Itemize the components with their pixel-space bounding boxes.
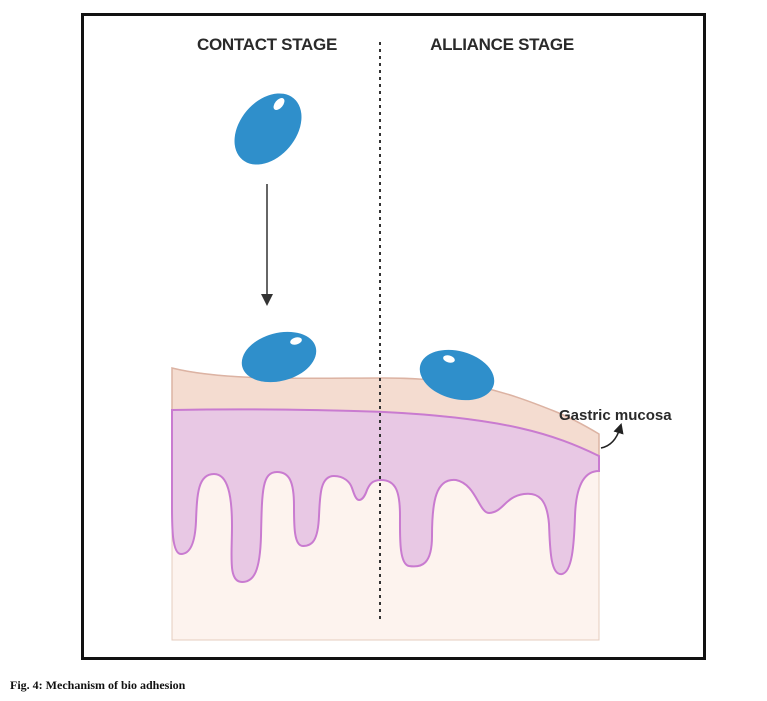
alliance-stage-label: ALLIANCE STAGE — [430, 35, 574, 54]
falling-particle — [234, 93, 302, 165]
adhered-particle — [419, 349, 495, 401]
mucosa-pointer-arrow — [600, 422, 624, 449]
gastric-mucosa-label: Gastric mucosa — [559, 407, 672, 424]
contact-particle — [241, 331, 317, 383]
bioadhesion-diagram: CONTACT STAGE ALLIANCE STAGE Gastric muc… — [171, 35, 672, 641]
contact-stage-label: CONTACT STAGE — [197, 35, 337, 54]
epithelium-villi — [171, 408, 600, 584]
figure-frame: CONTACT STAGE ALLIANCE STAGE Gastric muc… — [81, 13, 706, 660]
figure-caption: Fig. 4: Mechanism of bio adhesion — [10, 678, 186, 692]
